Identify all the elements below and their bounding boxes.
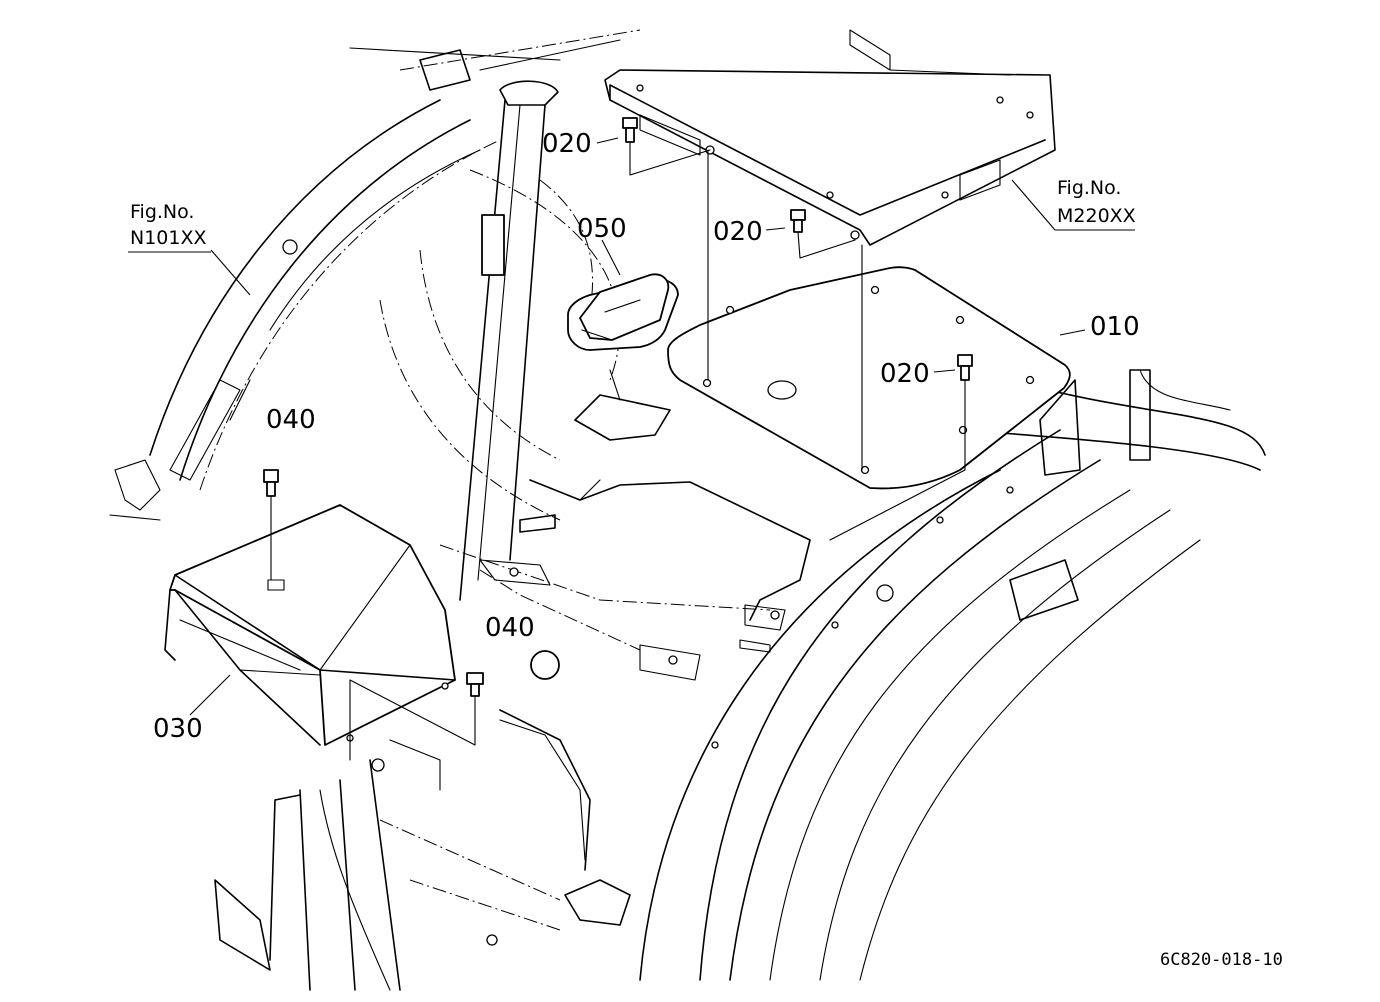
callout-020-top: 020 (542, 129, 592, 159)
bolts (263, 117, 973, 761)
bolt-020-b (790, 209, 863, 471)
bolt-020-c (829, 354, 973, 541)
callout-050: 050 (577, 214, 627, 244)
callout-labels: 010 020 020 020 030 040 040 050 (153, 129, 1140, 744)
drawing-code: 6C820-018-10 (1160, 950, 1283, 970)
figure-reference-n101: Fig.No. N101XX (130, 201, 207, 249)
part-050-grommet (567, 273, 679, 351)
bolt-040-b (349, 672, 484, 761)
fig-ref-label: Fig.No. (1057, 177, 1121, 199)
part-010-floor-plate (667, 266, 1071, 490)
fig-ref-label: Fig.No. (130, 201, 194, 223)
fig-ref-code: M220XX (1057, 205, 1136, 227)
cabin-frame (109, 29, 1266, 991)
callout-020-middle: 020 (713, 217, 763, 247)
leader-lines (128, 137, 1135, 716)
callout-030: 030 (153, 714, 203, 744)
rear-bracket (604, 29, 1056, 246)
callout-040-upper: 040 (266, 405, 316, 435)
part-030-cover (164, 504, 456, 746)
bolt-040-a (263, 469, 279, 581)
callout-040-lower: 040 (485, 613, 535, 643)
fig-ref-code: N101XX (130, 227, 207, 249)
figure-reference-m220: Fig.No. M220XX (1057, 177, 1136, 227)
callout-020-right: 020 (880, 359, 930, 389)
bolt-020-a (622, 117, 711, 176)
callout-010: 010 (1090, 312, 1140, 342)
